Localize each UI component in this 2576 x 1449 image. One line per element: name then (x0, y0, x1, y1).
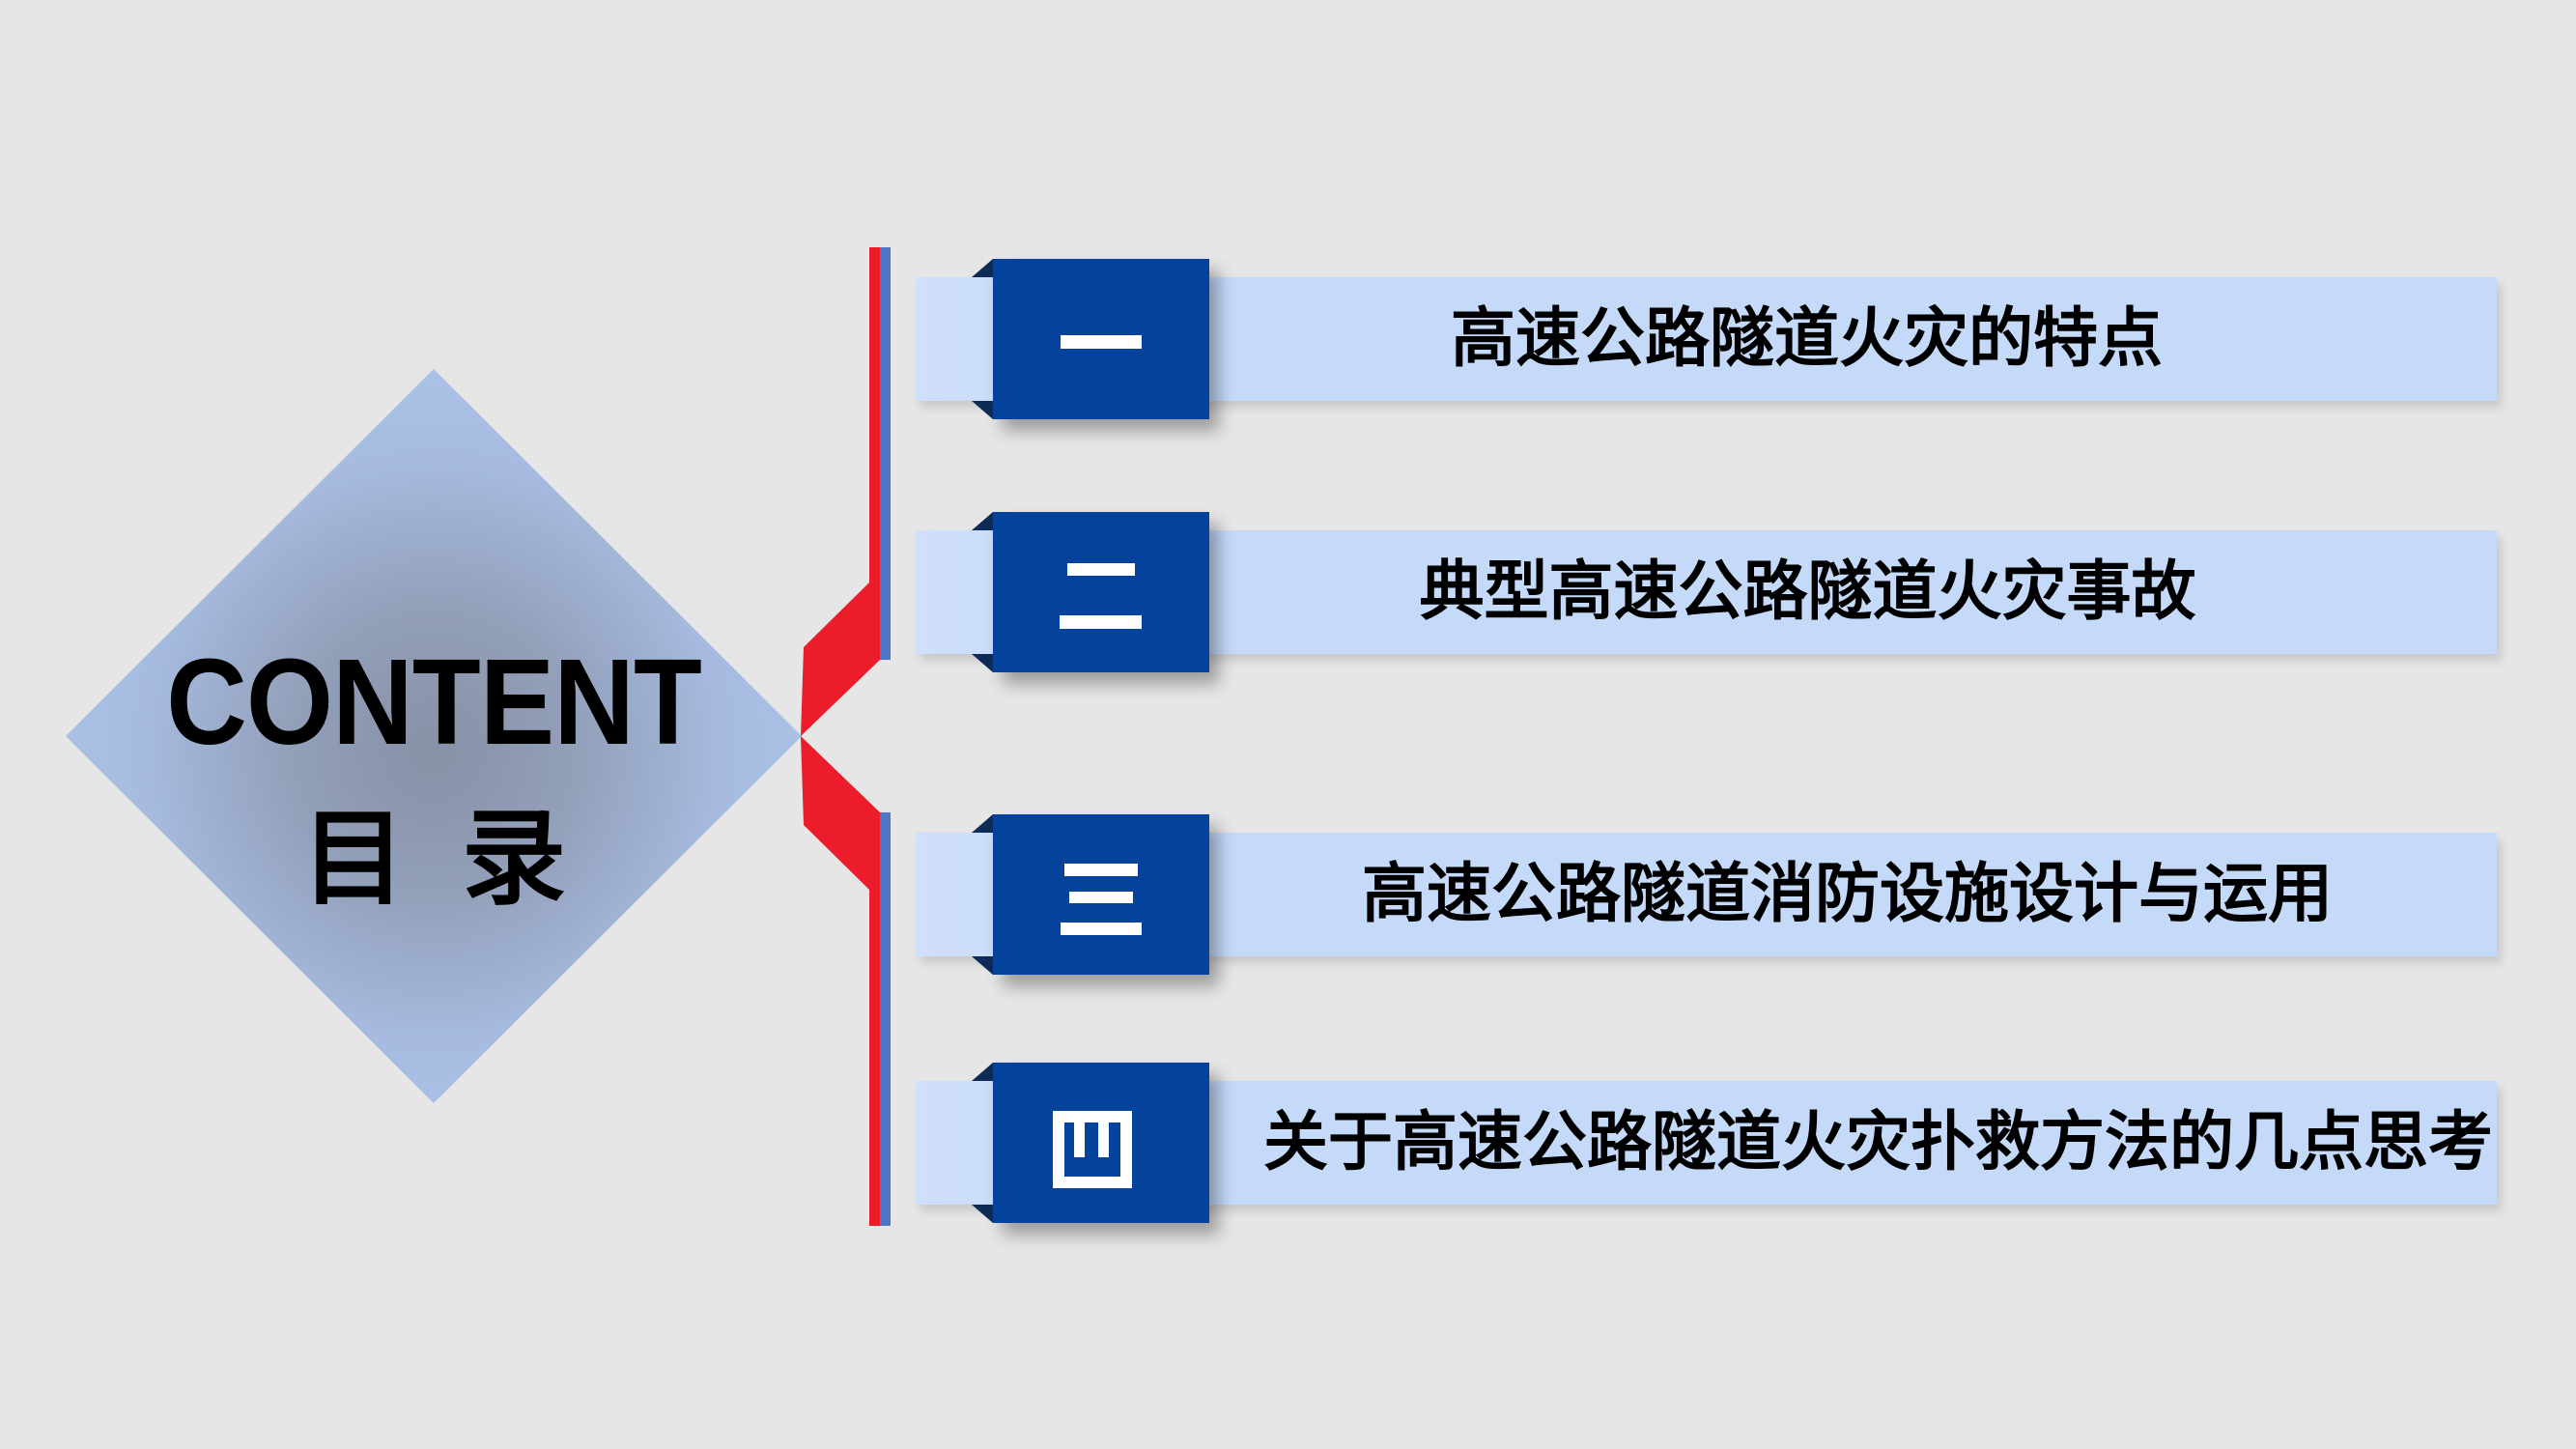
toc-number-plate: 一 (993, 259, 1209, 419)
red-ribbon-upper (801, 247, 880, 736)
toc-item-1[interactable]: 一 高速公路隧道火灾的特点 (916, 259, 2497, 419)
toc-item-label: 典型高速公路隧道火灾事故 (1419, 555, 2196, 628)
numeral-glyph-3 (993, 814, 1209, 975)
accent-line-bottom (880, 812, 891, 1226)
plate-fold-top (972, 259, 993, 277)
plate-fold-bottom (972, 1205, 993, 1223)
toc-item-2[interactable]: 二 典型高速公路隧道火灾事故 (916, 512, 2497, 672)
plate-fold-bottom (972, 956, 993, 975)
red-ribbon-lower (801, 736, 880, 1226)
accent-line-top (880, 247, 891, 660)
toc-item-4[interactable]: 四 关于高速公路隧道火灾扑救方法的几点思考 (916, 1063, 2497, 1223)
toc-number-plate: 四 (993, 1063, 1209, 1223)
plate-fold-bottom (972, 401, 993, 419)
plate-fold-bottom (972, 654, 993, 672)
toc-item-label: 高速公路隧道火灾的特点 (1451, 302, 2163, 375)
toc-number-plate: 三 (993, 814, 1209, 975)
content-title-cn: 目 录 (300, 800, 566, 917)
numeral-glyph-4 (993, 1063, 1209, 1223)
toc-number-plate: 二 (993, 512, 1209, 672)
toc-item-label: 高速公路隧道消防设施设计与运用 (1362, 858, 2333, 930)
plate-fold-top (972, 814, 993, 833)
numeral-glyph-1 (993, 259, 1209, 419)
toc-item-label: 关于高速公路隧道火灾扑救方法的几点思考 (1263, 1106, 2493, 1179)
toc-item-3[interactable]: 三 高速公路隧道消防设施设计与运用 (916, 814, 2497, 975)
plate-fold-top (972, 1063, 993, 1081)
content-title-en: CONTENT (166, 634, 702, 770)
numeral-glyph-2 (993, 512, 1209, 672)
plate-fold-top (972, 512, 993, 530)
